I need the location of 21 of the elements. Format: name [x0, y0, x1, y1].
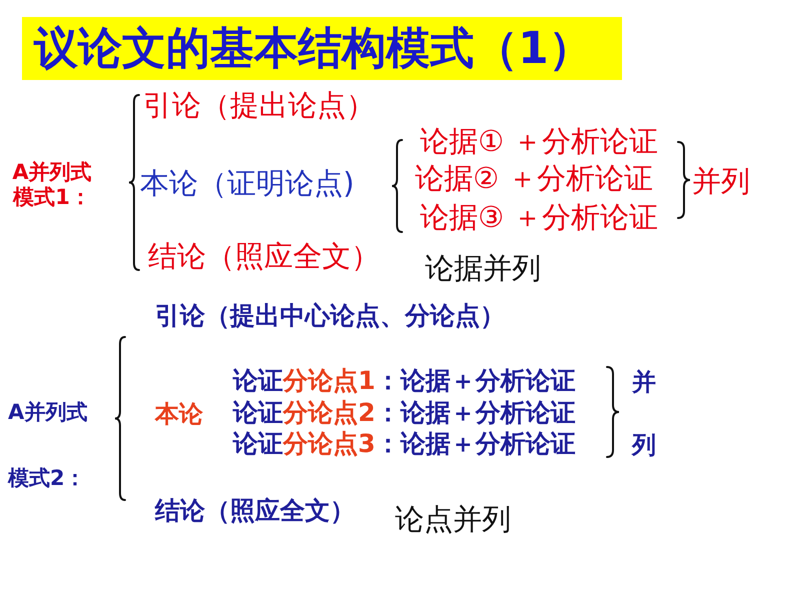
text-label: 论据② ＋分析论证	[415, 161, 654, 196]
text-label: 结论（照应全文）	[155, 496, 355, 526]
text-label: 引论（提出中心论点、分论点）	[155, 301, 505, 331]
model-label: 模式2：	[8, 466, 86, 492]
title-banner: 议论文的基本结构模式（1）	[22, 17, 622, 80]
text-label: 论据③ ＋分析论证	[420, 200, 658, 235]
text-label: 论证分论点1：论据＋分析论证	[233, 366, 576, 396]
text-label: 并列	[692, 164, 750, 199]
text-label: 并	[632, 368, 656, 397]
text-label: 论据① ＋分析论证	[420, 124, 658, 159]
text-label: 列	[632, 431, 656, 460]
model-label: A并列式	[8, 400, 88, 426]
model-label: A并列式模式1：	[11, 160, 93, 210]
text-label: 论证分论点2：论据＋分析论证	[233, 398, 576, 428]
text-label: 本论	[155, 400, 203, 429]
text-label: 论据并列	[425, 251, 541, 286]
text-label: 本论（证明论点)	[140, 166, 354, 201]
text-label: 论点并列	[395, 502, 511, 537]
text-label: 结论（照应全文）	[148, 239, 380, 274]
text-label: 论证分论点3：论据＋分析论证	[233, 429, 576, 459]
text-label: 引论（提出论点）	[143, 88, 375, 123]
